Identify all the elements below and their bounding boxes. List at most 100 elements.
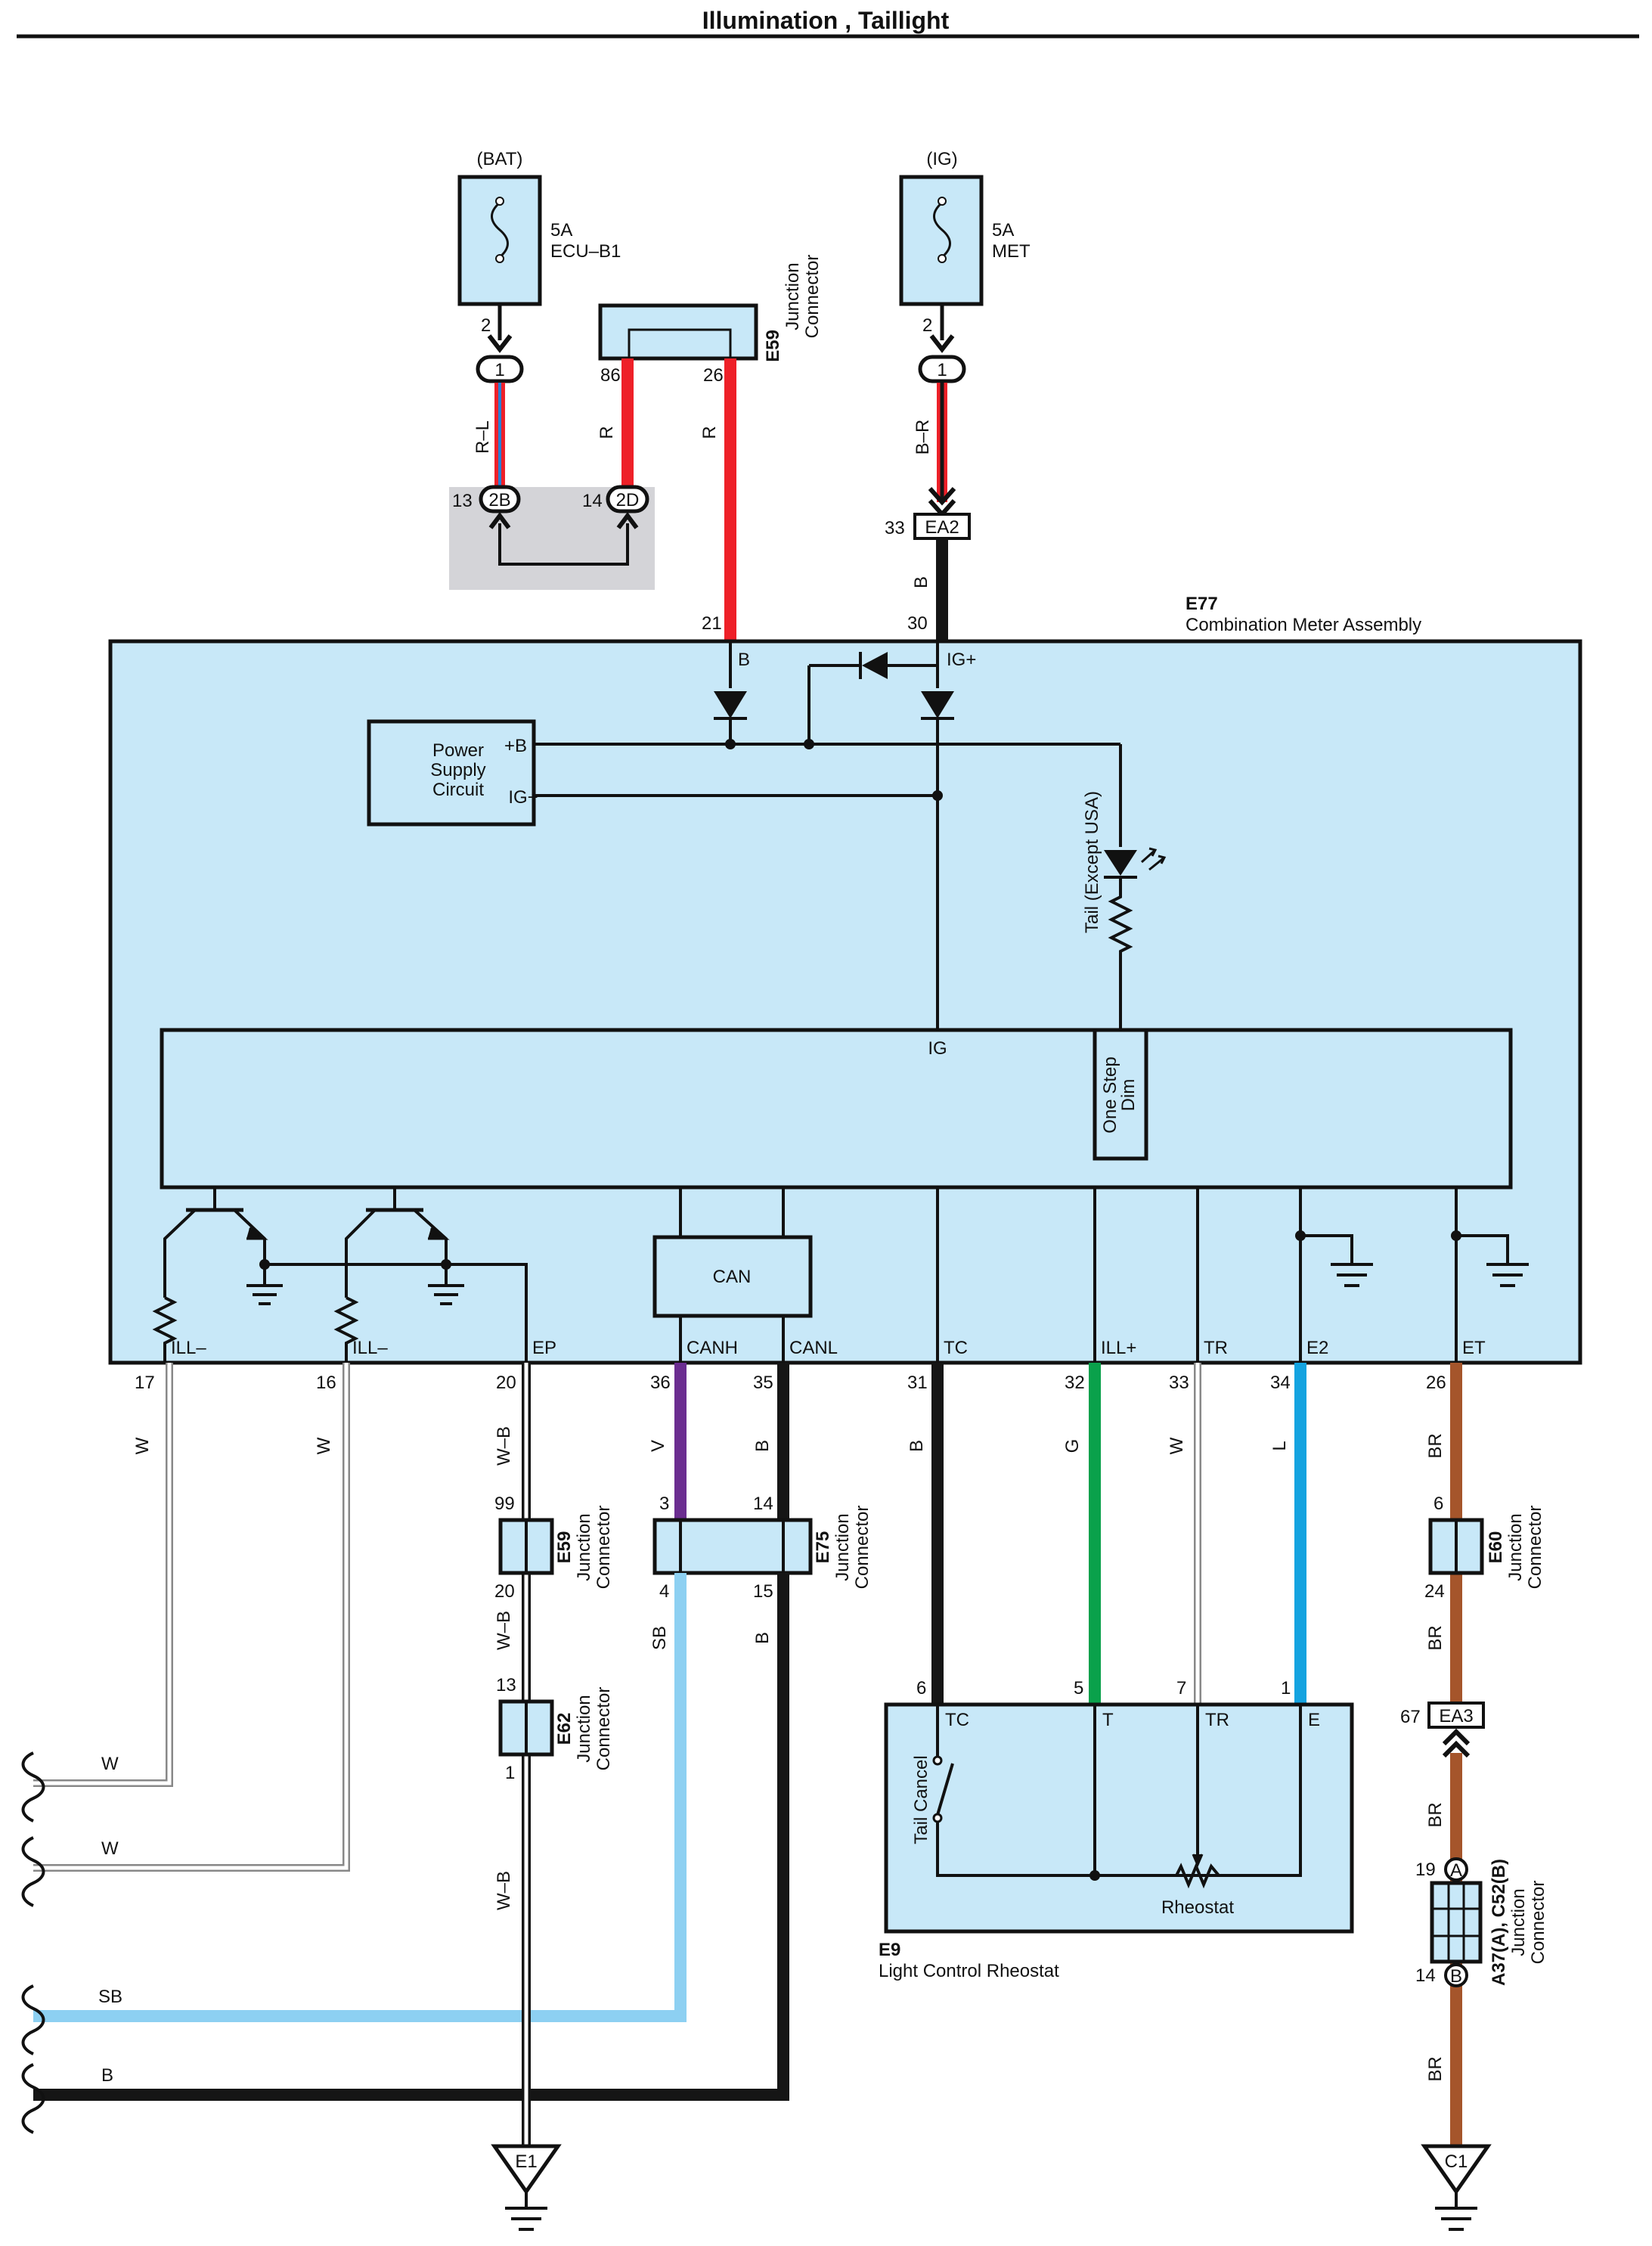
svg-text:MET: MET: [992, 241, 1031, 262]
connector-2b: 2B 13: [452, 485, 521, 529]
svg-text:E62: E62: [554, 1713, 575, 1745]
svg-text:TC: TC: [944, 1338, 968, 1358]
svg-text:Tail Cancel: Tail Cancel: [911, 1755, 931, 1844]
svg-text:13: 13: [496, 1675, 516, 1695]
svg-text:TR: TR: [1205, 1710, 1229, 1730]
svg-text:36: 36: [650, 1373, 671, 1393]
svg-text:B–R: B–R: [913, 420, 933, 455]
svg-text:20: 20: [496, 1373, 516, 1393]
svg-text:35: 35: [753, 1373, 773, 1393]
svg-text:Circuit: Circuit: [432, 780, 484, 800]
svg-text:E60: E60: [1486, 1531, 1506, 1564]
connector-ea3: EA3 67: [1400, 1702, 1485, 1758]
svg-text:14: 14: [1415, 1965, 1436, 1986]
svg-text:E77: E77: [1186, 594, 1218, 614]
junction-e62: 13 1 E62 Junction Connector: [496, 1675, 614, 1783]
junction-a37-c52: A 19 B 14 A37(A), C52(B) Junction Connec…: [1415, 1857, 1548, 1987]
svg-text:EA3: EA3: [1439, 1706, 1473, 1726]
svg-text:B: B: [911, 576, 931, 588]
page-title: Illumination , Taillight: [702, 7, 950, 34]
svg-text:Junction: Junction: [1505, 1513, 1526, 1581]
svg-text:B: B: [1450, 1966, 1462, 1987]
svg-text:E75: E75: [813, 1531, 833, 1564]
svg-text:21: 21: [702, 613, 722, 634]
wire-sb: [33, 1573, 687, 2022]
svg-text:E1: E1: [515, 2151, 537, 2172]
svg-text:E: E: [1308, 1710, 1320, 1730]
svg-text:67: 67: [1400, 1707, 1421, 1727]
svg-text:1: 1: [494, 360, 504, 380]
svg-text:3: 3: [659, 1494, 669, 1514]
junction-e75: 3 14 4 15 E75 Junction Connector: [652, 1494, 872, 1602]
svg-text:17: 17: [135, 1373, 155, 1393]
svg-text:Junction: Junction: [832, 1513, 853, 1581]
svg-text:Supply: Supply: [430, 760, 485, 780]
wire-b-bus: [33, 1573, 789, 2101]
svg-text:EA2: EA2: [925, 517, 959, 538]
svg-text:A37(A), C52(B): A37(A), C52(B): [1489, 1859, 1509, 1986]
svg-text:W–B: W–B: [494, 1426, 514, 1466]
svg-text:Connector: Connector: [1528, 1881, 1548, 1965]
svg-text:Connector: Connector: [802, 255, 823, 339]
svg-text:Connector: Connector: [594, 1687, 614, 1771]
svg-text:5A: 5A: [992, 220, 1014, 240]
svg-text:33: 33: [885, 518, 905, 538]
svg-text:Power: Power: [432, 740, 484, 761]
svg-text:ILL–: ILL–: [352, 1338, 388, 1358]
meter-logic-bus: [160, 1028, 1513, 1190]
svg-text:Connector: Connector: [852, 1506, 872, 1590]
svg-text:14: 14: [753, 1494, 773, 1514]
svg-text:BR: BR: [1425, 1433, 1446, 1458]
svg-text:24: 24: [1424, 1581, 1445, 1602]
svg-text:E59: E59: [554, 1531, 575, 1564]
svg-text:2: 2: [922, 315, 932, 336]
svg-text:B: B: [752, 1440, 773, 1452]
svg-text:W: W: [314, 1437, 334, 1454]
ground-c1: C1: [1421, 2144, 1492, 2231]
svg-text:B: B: [101, 2065, 113, 2086]
svg-text:Dim: Dim: [1118, 1079, 1139, 1112]
svg-text:BR: BR: [1425, 2056, 1446, 2081]
svg-text:CANH: CANH: [687, 1338, 738, 1358]
svg-text:A: A: [1450, 1860, 1462, 1881]
svg-text:99: 99: [494, 1494, 515, 1514]
svg-text:7: 7: [1176, 1678, 1186, 1698]
svg-text:ET: ET: [1462, 1338, 1486, 1358]
svg-text:16: 16: [316, 1373, 336, 1393]
svg-text:33: 33: [1169, 1373, 1189, 1393]
svg-text:1: 1: [937, 360, 947, 380]
svg-text:R: R: [699, 426, 720, 439]
svg-text:C1: C1: [1445, 2151, 1468, 2172]
connector-ea2: EA2 33: [885, 513, 971, 540]
svg-text:Tail (Except USA): Tail (Except USA): [1082, 791, 1102, 933]
svg-text:Rheostat: Rheostat: [1161, 1897, 1234, 1918]
svg-text:(IG): (IG): [926, 149, 957, 169]
svg-text:E9: E9: [879, 1940, 900, 1960]
svg-text:26: 26: [1426, 1373, 1446, 1393]
svg-text:6: 6: [1433, 1494, 1443, 1514]
svg-text:Light Control Rheostat: Light Control Rheostat: [879, 1961, 1059, 1981]
svg-text:W: W: [1167, 1437, 1187, 1454]
svg-text:E2: E2: [1306, 1338, 1328, 1358]
svg-text:W–B: W–B: [494, 1871, 514, 1910]
fuse-ecu-b1: (BAT) 5A ECU–B1 2 1: [457, 149, 621, 383]
light-control-rheostat-e9: 6 5 7 1 TC T TR E Tail Cancel Rheostat E…: [879, 1678, 1354, 1981]
svg-text:BR: BR: [1425, 1625, 1446, 1650]
can-block: [652, 1235, 813, 1318]
svg-text:Combination Meter Assembly: Combination Meter Assembly: [1186, 615, 1421, 635]
svg-text:13: 13: [452, 491, 473, 511]
svg-text:14: 14: [582, 491, 603, 511]
svg-text:IG: IG: [928, 1038, 947, 1059]
svg-text:(BAT): (BAT): [477, 149, 523, 169]
svg-text:W: W: [101, 1754, 119, 1774]
svg-text:Junction: Junction: [783, 262, 803, 330]
svg-text:20: 20: [494, 1581, 515, 1602]
svg-text:ILL–: ILL–: [171, 1338, 206, 1358]
svg-text:1: 1: [1281, 1678, 1291, 1698]
svg-text:Connector: Connector: [1525, 1506, 1545, 1590]
svg-text:4: 4: [659, 1581, 669, 1602]
svg-text:W: W: [132, 1437, 153, 1454]
svg-text:2: 2: [481, 315, 491, 336]
svg-text:ILL+: ILL+: [1101, 1338, 1136, 1358]
svg-text:EP: EP: [532, 1338, 556, 1358]
